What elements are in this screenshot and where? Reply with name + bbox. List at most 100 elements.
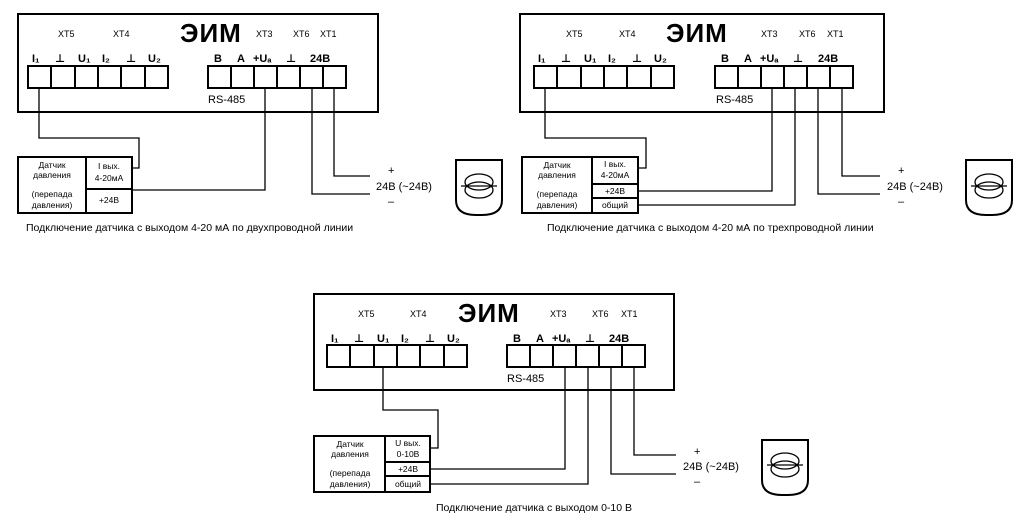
connector-xt1: XT1 [621,309,638,319]
diagram-voltage-output: ЭИМ XT5 XT4 XT3 XT6 XT1 I₁ ⊥ U₁ I₂ ⊥ U₂ … [313,293,809,514]
caption-diagram-3: Подключение датчика с выходом 0-10 В [436,502,632,514]
sensor-name-line: (перепада [32,189,73,199]
rs485-label: RS-485 [716,94,753,106]
connector-xt5: XT5 [566,29,583,39]
sensor-name-line: Датчик [38,160,65,170]
terminal-label-gnd: ⊥ [55,53,65,65]
sensor-name-line: давления) [330,479,371,489]
terminal-label-u1: U₁ [377,333,390,345]
device-housing [313,293,675,391]
wire-supply-plus [841,88,880,177]
connector-xt4: XT4 [113,29,130,39]
sensor-output-label: I вых. [98,161,120,171]
wire-common [430,367,589,485]
terminal-label-gnd: ⊥ [354,333,364,345]
sensor-name-line: (перепада [537,189,578,199]
caption-diagram-1: Подключение датчика с выходом 4-20 мА по… [26,222,353,234]
sensor-output-range: 0-10В [397,449,420,459]
terminal-label-24v: 24В [818,53,838,65]
terminal-label-u1: U₁ [584,53,597,65]
terminal-label-a: A [536,333,544,345]
terminal-label-i2: I₂ [102,53,110,65]
sensor-box [313,435,431,493]
sensor-plus24-label: +24В [99,195,119,205]
terminal-label-i1: I₁ [331,333,339,345]
sensor-name-line: давления [538,170,576,180]
supply-minus: – [694,476,701,488]
wire-plus-u [132,88,266,191]
transformer-symbol [761,439,809,496]
connector-xt6: XT6 [592,309,609,319]
diagram-three-wire: ЭИМ XT5 XT4 XT3 XT6 XT1 I₁ ⊥ U₁ I₂ ⊥ U₂ … [519,13,1013,234]
supply-plus: + [694,446,700,458]
connector-xt3: XT3 [256,29,273,39]
wire-supply-plus [333,88,370,177]
terminal-label-plus-u: +Uₐ [552,333,571,345]
sensor-output-label: I вых. [604,159,626,169]
terminal-label-gnd: ⊥ [561,53,571,65]
device-name: ЭИМ [180,18,242,48]
sensor-name-line: давления) [537,200,578,210]
wire-supply-minus [817,88,880,195]
sensor-name-line: Датчик [336,439,363,449]
terminal-label-u1: U₁ [78,53,91,65]
terminal-label-24v: 24В [310,53,330,65]
supply-label: 24В (~24В) [683,461,739,473]
terminal-label-i2: I₂ [608,53,616,65]
sensor-common-label: общий [395,479,421,489]
transformer-symbol [965,159,1013,216]
wire-u1 [382,367,439,449]
wire-i1 [38,88,140,169]
terminal-label-b: B [214,53,222,65]
device-housing [519,13,885,113]
sensor-output-label: U вых. [395,438,421,448]
rs485-label: RS-485 [208,94,245,106]
sensor-plus24-label: +24В [398,464,418,474]
sensor-box [17,156,133,214]
terminal-label-u2: U₂ [148,53,161,65]
device-name: ЭИМ [666,18,728,48]
connector-xt4: XT4 [410,309,427,319]
terminal-label-gnd: ⊥ [793,53,803,65]
connector-xt3: XT3 [550,309,567,319]
terminal-label-gnd: ⊥ [632,53,642,65]
supply-minus: – [898,196,905,208]
supply-label: 24В (~24В) [376,181,432,193]
connector-xt1: XT1 [827,29,844,39]
wire-i1 [544,88,647,169]
terminal-label-i1: I₁ [32,53,40,65]
terminal-label-u2: U₂ [447,333,460,345]
supply-label: 24В (~24В) [887,181,943,193]
terminal-label-a: A [744,53,752,65]
terminal-label-b: B [513,333,521,345]
connector-xt6: XT6 [799,29,816,39]
device-housing [17,13,379,113]
terminal-label-gnd: ⊥ [585,333,595,345]
device-name: ЭИМ [458,298,520,328]
wire-plus-u [430,367,566,470]
sensor-output-range: 4-20мА [601,170,630,180]
terminal-label-gnd: ⊥ [126,53,136,65]
wire-supply-minus [311,88,370,195]
terminal-label-gnd: ⊥ [286,53,296,65]
terminal-label-24v: 24В [609,333,629,345]
connector-xt1: XT1 [320,29,337,39]
sensor-name-line: (перепада [330,468,371,478]
terminal-label-i2: I₂ [401,333,409,345]
sensor-name-line: давления) [32,200,73,210]
sensor-name-line: давления [331,449,369,459]
terminal-label-plus-u: +Uₐ [760,53,779,65]
sensor-name-line: давления [33,170,71,180]
sensor-name-line: Датчик [543,160,570,170]
wire-common [638,88,796,206]
terminal-label-b: B [721,53,729,65]
terminal-label-a: A [237,53,245,65]
terminal-label-gnd: ⊥ [425,333,435,345]
terminal-label-i1: I₁ [538,53,546,65]
connector-xt4: XT4 [619,29,636,39]
diagram-two-wire: ЭИМ XT5 XT4 XT3 XT6 XT1 I₁ ⊥ U₁ I₂ ⊥ U₂ … [17,13,503,234]
wire-plus-u [638,88,773,192]
supply-minus: – [388,196,395,208]
sensor-plus24-label: +24В [605,186,625,196]
